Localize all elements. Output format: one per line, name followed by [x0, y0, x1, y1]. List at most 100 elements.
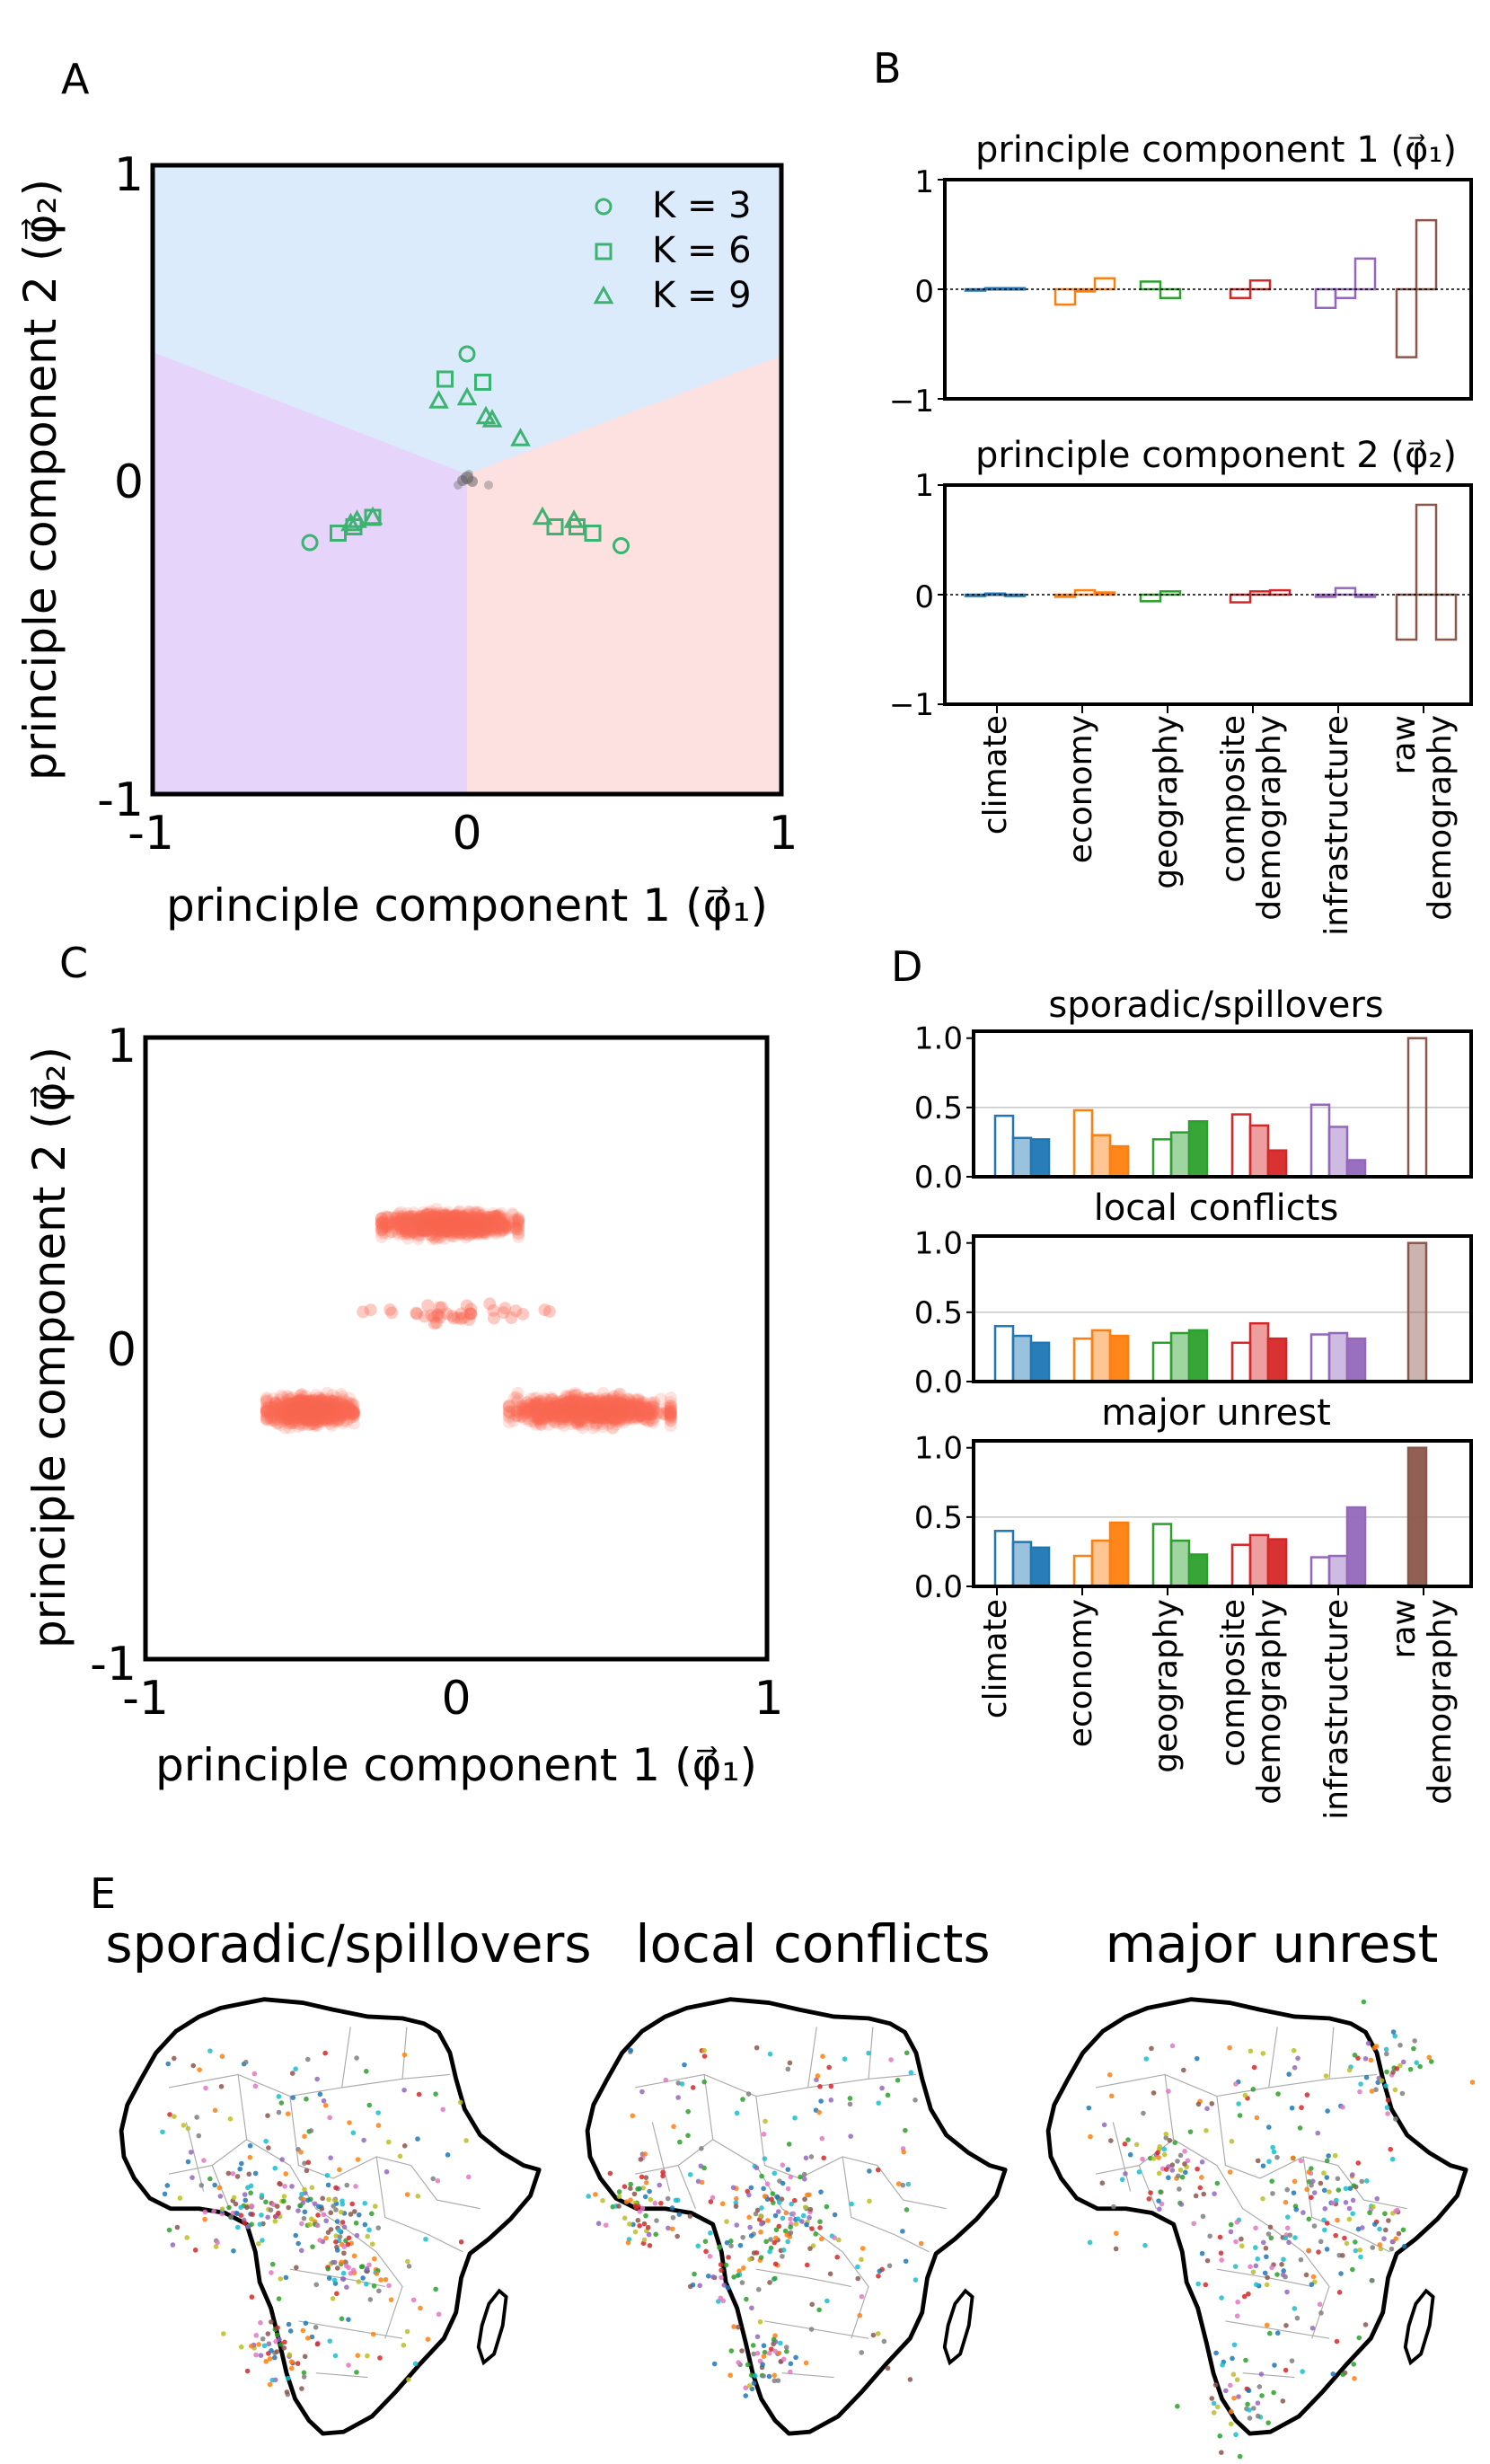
y-tick-label: 1.0	[914, 1226, 963, 1262]
event-dot	[1343, 2186, 1349, 2192]
data-point	[441, 1222, 454, 1235]
bar	[1395, 593, 1418, 641]
bar	[1090, 1329, 1112, 1383]
event-dot	[299, 2221, 304, 2227]
data-point	[424, 1211, 437, 1224]
data-point	[444, 1212, 457, 1225]
event-dot	[1283, 2367, 1289, 2373]
event-dot	[737, 2242, 744, 2248]
data-point	[475, 1221, 489, 1234]
data-point	[416, 1217, 429, 1231]
data-point	[389, 1217, 402, 1231]
data-point	[416, 1221, 429, 1234]
event-dot	[237, 2166, 243, 2172]
data-point	[478, 1225, 491, 1239]
event-dot	[703, 2248, 709, 2255]
event-dot	[364, 2069, 369, 2074]
data-point	[440, 1212, 454, 1225]
event-dot	[793, 2221, 799, 2227]
event-dot	[251, 2071, 258, 2077]
event-dot	[328, 2210, 334, 2216]
data-point	[384, 1215, 397, 1229]
category-label: raw	[1386, 715, 1423, 774]
event-dot	[771, 2336, 777, 2343]
bar	[1139, 280, 1162, 291]
event-dot	[259, 2212, 264, 2218]
event-dot	[761, 2132, 767, 2137]
data-point	[385, 1306, 399, 1320]
data-point	[437, 1210, 451, 1223]
data-point	[497, 1221, 510, 1234]
event-dot	[1169, 2168, 1176, 2173]
data-point	[441, 1219, 454, 1232]
data-point	[395, 1222, 409, 1235]
bar	[1229, 287, 1252, 300]
data-point	[445, 1219, 458, 1232]
event-dot	[207, 2048, 213, 2053]
event-dot	[309, 2216, 314, 2222]
data-point	[477, 1214, 490, 1227]
event-dot	[265, 2113, 270, 2118]
data-point	[454, 1212, 467, 1225]
data-point	[480, 1211, 493, 1224]
event-dot	[1325, 2108, 1330, 2114]
event-dot	[401, 2342, 407, 2348]
event-dot	[365, 2353, 370, 2359]
data-point	[664, 1396, 677, 1409]
data-point	[436, 1212, 449, 1225]
event-dot	[717, 2245, 722, 2250]
event-dot	[309, 2185, 315, 2191]
data-point	[443, 1216, 456, 1230]
event-dot	[227, 2116, 234, 2122]
data-point	[421, 1217, 435, 1231]
data-point	[432, 1214, 445, 1227]
event-dot	[718, 2295, 724, 2301]
data-point	[439, 1214, 453, 1228]
data-point	[456, 1210, 470, 1223]
event-dot	[249, 2203, 255, 2209]
event-dot	[763, 2239, 769, 2245]
data-point	[466, 1217, 480, 1231]
data-point	[451, 1213, 464, 1226]
data-point	[450, 1223, 463, 1236]
event-dot	[217, 2194, 224, 2199]
event-dot	[177, 2195, 183, 2201]
data-point	[433, 1220, 446, 1233]
data-point	[474, 1218, 488, 1232]
data-point	[428, 1222, 441, 1235]
data-point	[422, 1215, 436, 1229]
event-dot	[1209, 2396, 1215, 2401]
data-point	[479, 1226, 492, 1240]
data-point	[483, 1220, 497, 1233]
event-dot	[1286, 2071, 1292, 2077]
event-dot	[1099, 2180, 1106, 2186]
event-dot	[293, 2232, 299, 2239]
data-point	[512, 1222, 525, 1235]
data-point	[392, 1214, 406, 1228]
data-point	[424, 1216, 437, 1230]
data-point	[437, 1220, 451, 1233]
data-point	[470, 1222, 483, 1235]
event-dot	[818, 2236, 824, 2242]
data-point	[482, 1211, 496, 1224]
event-dot	[1394, 2066, 1400, 2071]
event-dot	[748, 2185, 754, 2191]
event-dot	[1317, 2301, 1323, 2308]
data-point	[264, 1414, 278, 1427]
event-dot	[1212, 2191, 1217, 2197]
event-dot	[304, 2168, 310, 2174]
event-dot	[202, 2209, 208, 2215]
data-point	[406, 1224, 419, 1238]
event-dot	[739, 2280, 745, 2285]
data-point	[478, 1223, 491, 1236]
data-point	[423, 1215, 436, 1229]
event-dot	[1187, 2129, 1194, 2134]
data-point	[435, 1223, 448, 1237]
data-point	[452, 1216, 465, 1230]
bar	[1159, 287, 1182, 300]
data-point	[467, 1214, 481, 1227]
event-dot	[628, 2047, 634, 2053]
event-dot	[724, 2219, 729, 2224]
data-point	[437, 1209, 451, 1223]
event-dot	[754, 2334, 761, 2340]
